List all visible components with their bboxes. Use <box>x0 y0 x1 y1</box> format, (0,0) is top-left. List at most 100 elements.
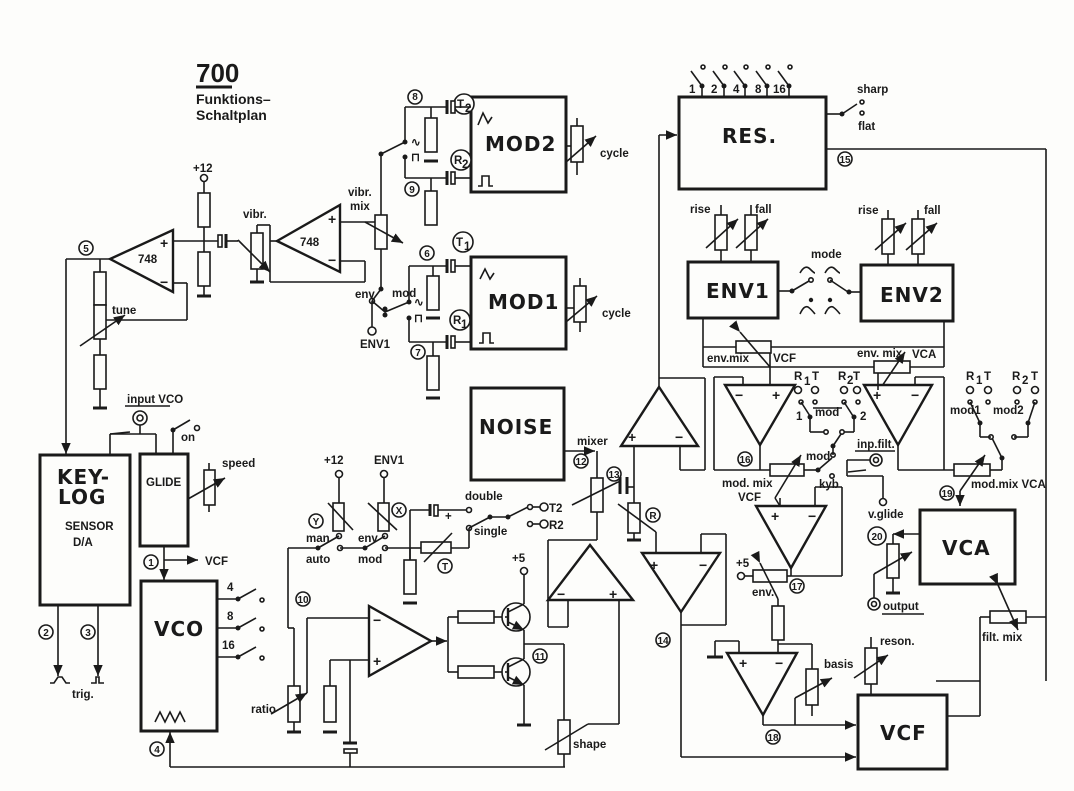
svg-text:T: T <box>853 371 860 383</box>
node-19: 19 <box>941 489 953 500</box>
node-2: 2 <box>43 628 49 639</box>
envelope-section: ENV1 ENV2 rise fall rise fall mode <box>686 204 955 398</box>
svg-text:mix: mix <box>350 201 370 213</box>
env-pot[interactable] <box>752 569 788 583</box>
svg-text:−: − <box>373 612 381 628</box>
mod-mix-vcf-pot[interactable] <box>769 463 805 477</box>
svg-text:+: + <box>650 557 658 573</box>
mod1-section: MOD1 cycle T 1 R 1 ∿ ⊓ <box>382 231 631 400</box>
opamp-17 <box>753 504 829 571</box>
title-line-2: Schaltplan <box>196 107 267 123</box>
y-pot[interactable] <box>332 502 345 532</box>
svg-text:⊓: ⊓ <box>414 313 423 325</box>
svg-text:R2: R2 <box>549 520 564 532</box>
svg-text:+: + <box>609 586 617 602</box>
res-selector-switches[interactable] <box>690 64 793 97</box>
svg-text:v.glide: v.glide <box>868 509 904 521</box>
svg-text:flat: flat <box>858 121 875 133</box>
svg-text:ENV1: ENV1 <box>360 339 391 351</box>
svg-text:T: T <box>1031 371 1038 383</box>
filt-mix-pot[interactable] <box>989 610 1027 624</box>
env1-block <box>686 260 780 320</box>
svg-text:mod: mod <box>358 554 382 566</box>
sawtooth-wave-icon <box>154 710 186 724</box>
svg-text:env. mix: env. mix <box>857 348 903 360</box>
svg-text:mod.mix VCA: mod.mix VCA <box>971 479 1046 491</box>
svg-text:−: − <box>699 557 707 573</box>
svg-text:mod2: mod2 <box>993 405 1024 417</box>
svg-text:Y: Y <box>313 517 320 528</box>
svg-text:+12: +12 <box>193 163 213 175</box>
env2-rise-pot[interactable] <box>881 218 895 255</box>
cycle-label-mod2: cycle <box>600 148 629 160</box>
node-17: 17 <box>791 582 803 593</box>
svg-text:+12: +12 <box>324 455 344 467</box>
env2-fall-pot[interactable] <box>911 218 925 255</box>
ratio-pot[interactable] <box>287 685 301 723</box>
svg-text:VCF: VCF <box>880 721 927 745</box>
env-mix-vca-pot[interactable] <box>873 360 911 374</box>
mod-switch-label: mod <box>392 288 416 300</box>
keyboard-vco-section: KEY- LOG SENSOR D/A GLIDE input VCO on s… <box>38 394 565 768</box>
svg-text:R: R <box>966 371 975 383</box>
svg-text:1: 1 <box>464 241 471 253</box>
svg-text:−: − <box>735 387 743 403</box>
svg-text:4: 4 <box>733 84 740 96</box>
svg-text:+: + <box>772 387 780 403</box>
svg-text:single: single <box>474 526 507 538</box>
svg-text:output: output <box>883 601 919 613</box>
svg-text:R: R <box>453 315 462 327</box>
svg-text:rise: rise <box>858 205 878 217</box>
svg-text:T: T <box>984 371 991 383</box>
shape-pot[interactable] <box>557 719 571 755</box>
t1-terminal <box>452 231 474 253</box>
svg-text:vibr.: vibr. <box>243 209 267 221</box>
opamp-18 <box>724 651 800 718</box>
node-9: 9 <box>409 185 415 196</box>
svg-text:env: env <box>355 289 375 301</box>
env1-fall-pot[interactable] <box>744 214 758 251</box>
svg-text:T: T <box>442 562 448 573</box>
svg-text:tune: tune <box>112 305 136 317</box>
vibrato-section: 748 + − vibr. mix env ENV1 vibr. <box>61 154 404 454</box>
title-block: 700 Funktions– Schaltplan <box>196 58 271 123</box>
svg-text:VCA: VCA <box>942 536 991 560</box>
svg-text:fall: fall <box>924 205 941 217</box>
svg-text:1: 1 <box>461 319 468 331</box>
triangle-wave-icon <box>477 111 493 126</box>
env1-input-jack <box>367 326 377 336</box>
node-10: 10 <box>297 595 309 606</box>
svg-text:double: double <box>465 491 503 503</box>
svg-text:reson.: reson. <box>880 636 915 648</box>
cycle-pot-mod1 <box>573 285 587 323</box>
svg-text:VCA: VCA <box>912 349 936 361</box>
svg-text:+: + <box>771 508 779 524</box>
svg-text:+: + <box>373 653 381 669</box>
svg-text:inp.filt.: inp.filt. <box>857 439 895 451</box>
r2-terminal <box>450 149 472 171</box>
svg-text:trig.: trig. <box>72 689 94 701</box>
t-pot[interactable] <box>420 541 452 554</box>
square-wave-icon <box>479 332 494 344</box>
svg-text:mixer: mixer <box>577 436 608 448</box>
square-wave-icon <box>478 175 493 187</box>
svg-text:mod: mod <box>815 407 839 419</box>
svg-text:R: R <box>838 371 847 383</box>
svg-text:T: T <box>456 237 463 249</box>
svg-text:2: 2 <box>465 103 471 115</box>
svg-text:ENV1: ENV1 <box>706 279 770 303</box>
vca-block <box>918 508 1017 586</box>
svg-text:⊓: ⊓ <box>411 152 420 164</box>
svg-text:∿: ∿ <box>411 137 421 149</box>
svg-text:T2: T2 <box>549 503 562 515</box>
title-line-1: Funktions– <box>196 91 271 107</box>
modulation-mix-section: − + 16 mod. mix VCF mod kyb R 1 T R 2 T <box>713 371 1046 644</box>
svg-text:+: + <box>328 211 336 227</box>
svg-text:vibr.: vibr. <box>348 187 372 199</box>
svg-text:env: env <box>358 533 378 545</box>
opamp-748-tune <box>107 228 175 294</box>
env1-rise-pot[interactable] <box>714 214 728 251</box>
node-14: 14 <box>657 636 669 647</box>
svg-text:GLIDE: GLIDE <box>146 477 181 489</box>
svg-text:VCF: VCF <box>773 353 796 365</box>
